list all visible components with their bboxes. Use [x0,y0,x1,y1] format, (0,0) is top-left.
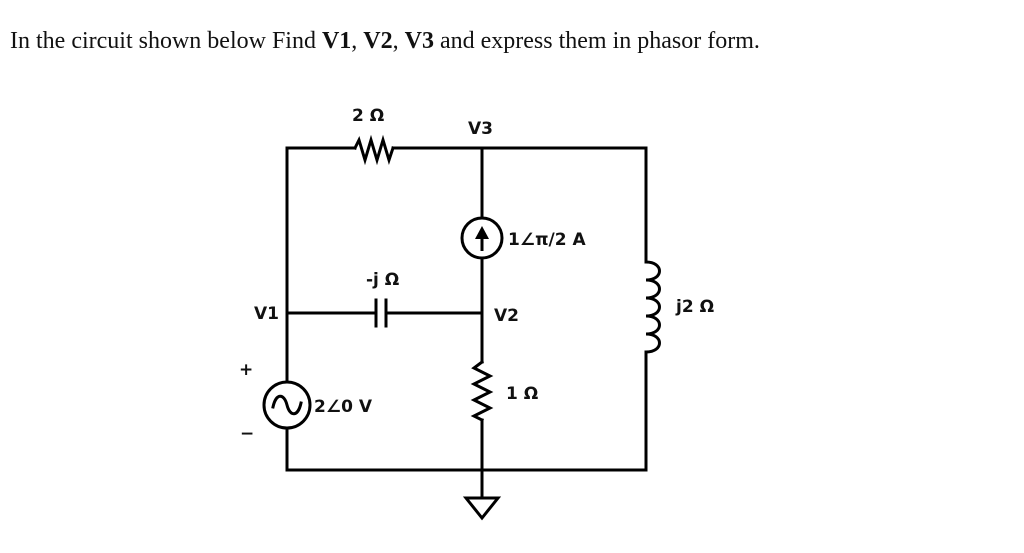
label-v3: V3 [468,119,493,139]
question-v2: V2 [363,28,393,54]
label-current-source: 1∠π/2 A [508,230,586,250]
question-v1: V1 [321,28,352,54]
question-sep1: , [351,28,364,54]
label-voltage-source: 2∠0 V [314,397,373,417]
label-r-bottom: 1 Ω [506,384,538,404]
question-text: In the circuit shown below Find V1, V2, … [10,28,1010,55]
label-minus: − [240,424,254,444]
question-suffix: and express them in phasor form. [433,28,760,54]
label-plus: + [239,360,253,380]
voltage-source-circle [262,380,312,430]
arrow-up-icon [475,226,489,239]
resistor-2-ohm [352,134,395,166]
label-inductor: j2 Ω [675,297,714,317]
question-sep2: , [392,28,405,54]
resistor-1-ohm [470,359,494,423]
label-capacitor: -j Ω [366,270,399,290]
inductor-j2-ohm [644,260,661,354]
question-prefix: In the circuit shown below Find [10,28,322,54]
question-v3: V3 [404,28,434,54]
sine-symbol-icon [271,394,303,416]
label-v1: V1 [254,304,279,324]
label-v2: V2 [494,306,519,326]
label-r-top: 2 Ω [352,106,384,126]
ground-icon [462,496,502,521]
